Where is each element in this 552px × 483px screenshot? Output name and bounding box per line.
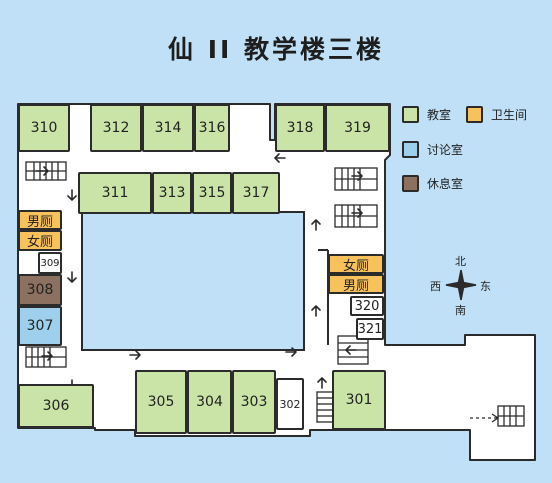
room-303[interactable]: 303 bbox=[232, 370, 276, 434]
legend-discussion: 讨论室 bbox=[402, 141, 463, 158]
room-315[interactable]: 315 bbox=[192, 172, 232, 214]
annex-arrow bbox=[491, 413, 500, 423]
room-313[interactable]: 313 bbox=[152, 172, 192, 214]
room-312[interactable]: 312 bbox=[90, 104, 142, 152]
legend-rest: 休息室 bbox=[402, 175, 463, 192]
legend-label-restroom: 卫生间 bbox=[491, 108, 528, 122]
compass-west: 西 bbox=[430, 280, 441, 293]
legend-swatch-restroom bbox=[466, 106, 483, 123]
room-302[interactable]: 302 bbox=[276, 378, 304, 430]
compass-south: 南 bbox=[455, 304, 466, 317]
room-314[interactable]: 314 bbox=[142, 104, 194, 152]
restroom-men-right[interactable]: 男厕 bbox=[328, 274, 384, 294]
legend-restroom: 卫生间 bbox=[466, 106, 527, 123]
compass-east: 东 bbox=[480, 280, 491, 293]
room-310[interactable]: 310 bbox=[18, 104, 70, 152]
room-318[interactable]: 318 bbox=[275, 104, 325, 152]
room-321[interactable]: 321 bbox=[356, 318, 384, 340]
legend-swatch-rest bbox=[402, 175, 419, 192]
room-305[interactable]: 305 bbox=[135, 370, 187, 434]
compass-north: 北 bbox=[455, 255, 466, 268]
stairs-left-top bbox=[25, 161, 67, 181]
room-307[interactable]: 307 bbox=[18, 306, 62, 346]
compass-icon bbox=[445, 269, 477, 301]
courtyard bbox=[81, 211, 305, 351]
room-301[interactable]: 301 bbox=[332, 370, 386, 430]
room-320[interactable]: 320 bbox=[350, 296, 384, 316]
legend-label-discussion: 讨论室 bbox=[427, 143, 464, 157]
room-304[interactable]: 304 bbox=[187, 370, 232, 434]
room-316[interactable]: 316 bbox=[194, 104, 230, 152]
legend-label-classroom: 教室 bbox=[427, 108, 452, 122]
room-319[interactable]: 319 bbox=[325, 104, 390, 152]
room-317[interactable]: 317 bbox=[232, 172, 280, 214]
restroom-women-right[interactable]: 女厕 bbox=[328, 254, 384, 274]
legend-swatch-discussion bbox=[402, 141, 419, 158]
restroom-men-left[interactable]: 男厕 bbox=[18, 210, 62, 230]
legend-classroom: 教室 bbox=[402, 106, 451, 123]
restroom-women-left[interactable]: 女厕 bbox=[18, 230, 62, 251]
room-306[interactable]: 306 bbox=[18, 384, 94, 428]
map-title: 仙 II 教学楼三楼 bbox=[167, 35, 384, 64]
room-308[interactable]: 308 bbox=[18, 274, 62, 306]
stairs-annex bbox=[497, 405, 525, 427]
legend-label-rest: 休息室 bbox=[427, 177, 464, 191]
legend-swatch-classroom bbox=[402, 106, 419, 123]
room-311[interactable]: 311 bbox=[78, 172, 152, 214]
room-309[interactable]: 309 bbox=[38, 252, 62, 274]
stairs-left-bottom bbox=[25, 346, 67, 368]
